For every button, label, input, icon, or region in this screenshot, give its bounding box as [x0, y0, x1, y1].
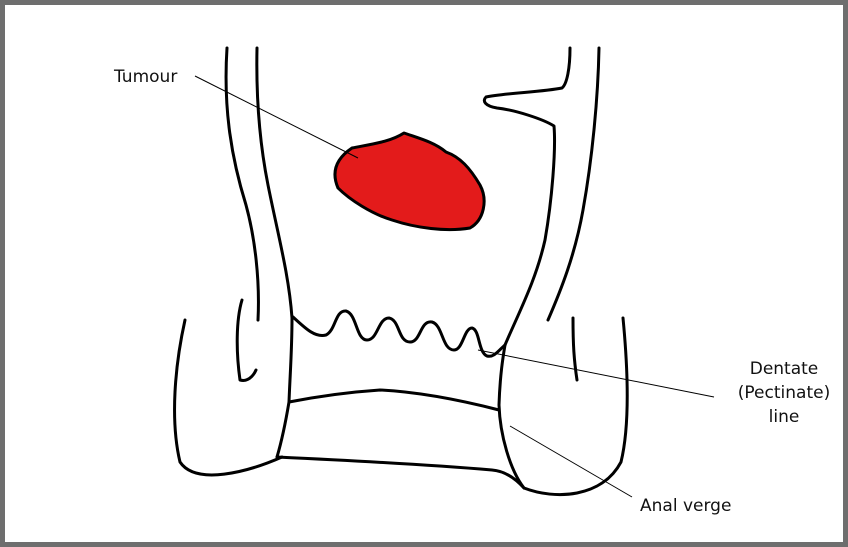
- dentate-label-line1: Dentate: [750, 359, 819, 379]
- left-anal-wall: [277, 318, 292, 457]
- dentate-leader-line: [478, 350, 714, 397]
- anal-verge-upper-line: [289, 390, 499, 410]
- left-wall-outer-line: [226, 48, 258, 320]
- anal-verge-leader-line: [510, 426, 632, 497]
- tumour-shape: [335, 133, 484, 230]
- dentate-label-line2: (Pectinate): [738, 383, 830, 403]
- left-sphincter-outer: [175, 320, 282, 475]
- dentate-label-line3: line: [769, 407, 800, 427]
- anal-verge-label: Anal verge: [640, 496, 731, 516]
- right-sphincter-outer: [499, 318, 627, 495]
- tumour-label: Tumour: [113, 67, 177, 87]
- tumour-leader-line: [195, 76, 358, 158]
- dentate-line: [293, 311, 505, 356]
- right-sphincter-inner: [573, 318, 577, 380]
- anal-verge-lower-line: [277, 457, 524, 488]
- left-wall-inner-line: [257, 48, 292, 318]
- left-sphincter-inner: [237, 300, 256, 380]
